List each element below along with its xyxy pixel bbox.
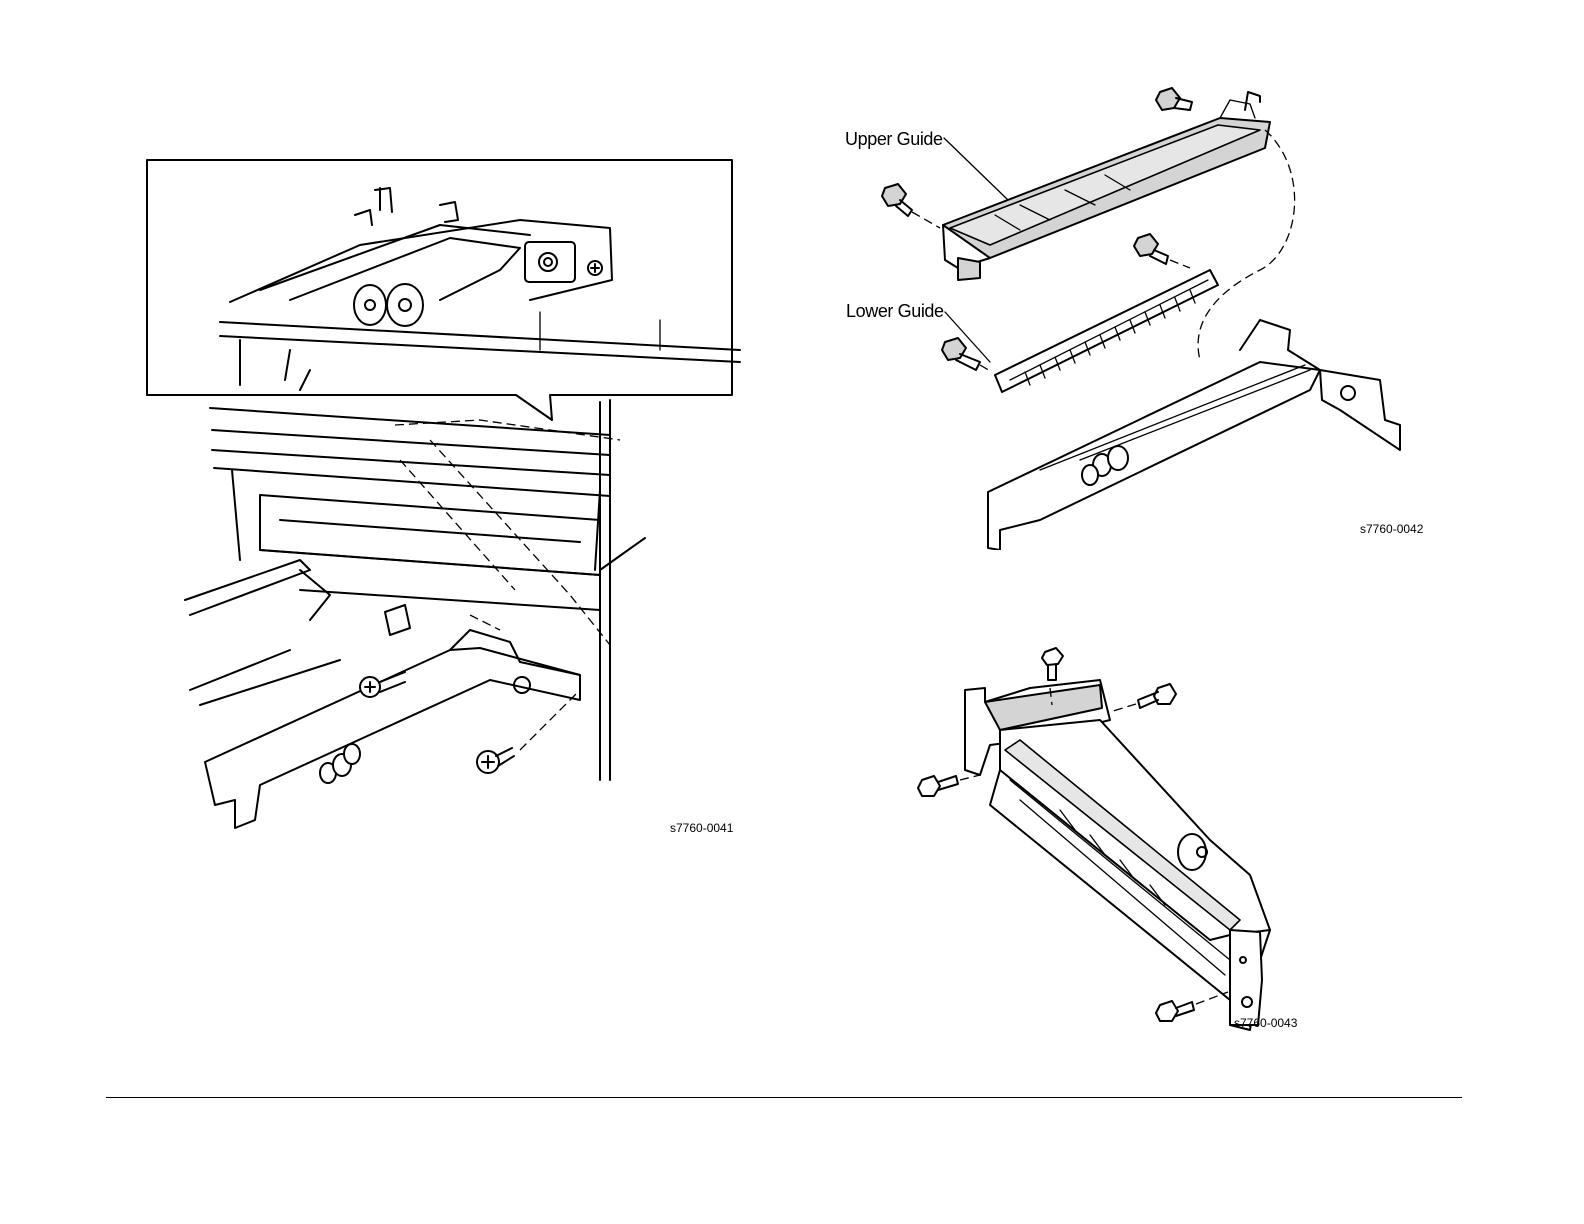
- figure-code: s7760-0041: [670, 821, 734, 835]
- lower-guide: [995, 270, 1218, 392]
- screw-icon: [918, 776, 958, 796]
- screw-icon: [1042, 648, 1063, 680]
- figure-code: s7760-0043: [1234, 1016, 1298, 1030]
- detail-callout-box: [147, 160, 732, 420]
- screw-icon: [942, 338, 980, 370]
- screw-icon: [1156, 88, 1192, 110]
- main-view: [185, 400, 645, 828]
- upper-guide-leader: [944, 138, 1008, 200]
- figure-code: s7760-0042: [1360, 522, 1424, 536]
- footer-rule: [106, 1097, 1462, 1098]
- figure-s7760-0043: s7760-0043: [910, 630, 1320, 1060]
- guide-assembly-illustration: Upper Guide Lower Guide: [840, 80, 1440, 550]
- screw-icon: [1138, 684, 1176, 708]
- figure-s7760-0041: s7760-0041: [140, 150, 750, 850]
- screw-icon: [1156, 1001, 1194, 1021]
- screw-icon: [1134, 234, 1168, 264]
- screw-icon: [477, 748, 514, 773]
- lower-guide-label: Lower Guide: [846, 301, 944, 321]
- figure-s7760-0042: Upper Guide Lower Guide: [840, 80, 1440, 550]
- detail-view: [220, 188, 740, 390]
- feeder-module-illustration: s7760-0043: [910, 630, 1320, 1060]
- upper-guide: [943, 100, 1270, 280]
- upper-guide-label: Upper Guide: [845, 129, 943, 149]
- screw-icon: [882, 184, 912, 216]
- printer-tray-illustration: s7760-0041: [140, 150, 750, 850]
